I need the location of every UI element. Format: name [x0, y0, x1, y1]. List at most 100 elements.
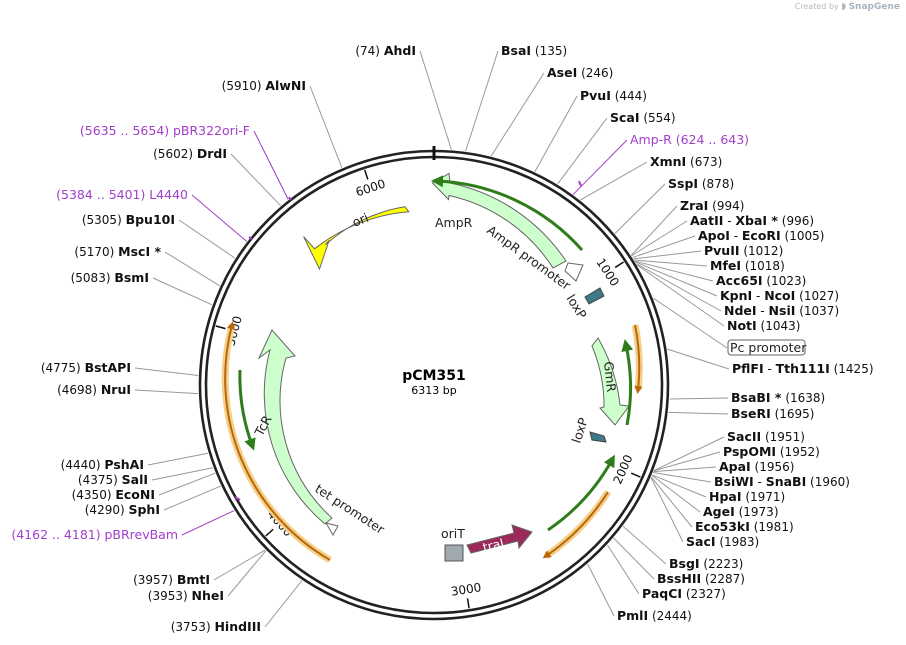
label-pos: (1012) [743, 244, 783, 258]
gmr-feature: GmR [591, 324, 643, 426]
leader-line [636, 263, 722, 312]
trbj-label: traJ [481, 535, 505, 555]
restriction-site-label: SacII (1951) [727, 429, 805, 444]
tick-label: 6000 [354, 177, 387, 200]
label-pos: (1638) [785, 391, 825, 405]
label-name: SacI [686, 534, 716, 549]
primer-site-label: (5384 .. 5401) L4440 [56, 187, 188, 202]
label-sep: - [758, 475, 762, 489]
leader-line [633, 250, 702, 260]
label-pos: (4698) [57, 383, 97, 397]
loxp-1-feature: loxP [563, 287, 605, 322]
label-name: SphI [128, 502, 160, 517]
restriction-site-label: PspOMI (1952) [723, 444, 820, 459]
label-pos: (1952) [780, 445, 820, 459]
orit-label: oriT [441, 526, 465, 541]
label-name: AseI [547, 65, 577, 80]
restriction-site-label: KpnI - NcoI (1027) [720, 288, 839, 303]
restriction-site-label: MfeI (1018) [710, 258, 785, 273]
label-name: AatII [690, 213, 723, 228]
label-name: PvuII [704, 243, 740, 258]
leader-line [622, 525, 667, 565]
ampr-feature: AmpR AmpR promoter [431, 172, 584, 293]
label-name: HindIII [214, 619, 261, 634]
tick-mark [630, 472, 641, 478]
label-name: NruI [101, 382, 131, 397]
leader-line [632, 235, 696, 259]
label-name: SspI [668, 176, 698, 191]
label-pos: (1005) [785, 229, 825, 243]
label-pos: (3953) [148, 589, 188, 603]
label-pos: (5384 .. 5401) [56, 187, 145, 202]
label-name: PaqCI [642, 586, 682, 601]
leader-line [264, 580, 303, 628]
restriction-site-label: BsaBI * (1638) [731, 390, 825, 405]
gmr-label: GmR [601, 361, 619, 393]
tick-label: 2000 [610, 453, 635, 487]
restriction-site-label: PaqCI (2327) [642, 586, 726, 601]
restriction-site-label: (74) AhdI [355, 43, 416, 58]
restriction-site-label: NotI (1043) [727, 318, 800, 333]
label-sep: - [760, 304, 764, 318]
restriction-site-label: (4350) EcoNI [72, 487, 155, 502]
tick-label: 1000 [593, 256, 621, 289]
leader-line [419, 50, 452, 150]
snapgene-credit: Created by ◗ SnapGene [795, 2, 900, 12]
label-pos: (2327) [686, 587, 726, 601]
label-name2: Tth111I [776, 361, 830, 376]
label-pos: (1695) [775, 407, 815, 421]
label-feature: Pc promoter [730, 340, 807, 355]
label-pos: (5602) [153, 147, 193, 161]
label-primer: L4440 [149, 187, 188, 202]
leader-line [613, 537, 655, 580]
leader-line [227, 550, 267, 597]
label-name2: EcoRI [742, 228, 781, 243]
restriction-site-label: ZraI (994) [680, 198, 744, 213]
restriction-site-label: (5083) BsmI [71, 270, 149, 285]
leader-line [230, 153, 281, 207]
feature-callout-label: Pc promoter [730, 340, 807, 355]
primer-site-label: (4162 .. 4181) pBRrevBam [11, 527, 178, 542]
leader-line [191, 194, 248, 242]
trbj-feature: traJ [466, 524, 533, 555]
ori-feature: ori [303, 206, 410, 271]
label-name: BseRI [731, 406, 771, 421]
restriction-site-label: AseI (246) [547, 65, 613, 80]
primer-marks [234, 180, 582, 501]
leader-line [607, 544, 640, 595]
label-pos: (994) [712, 199, 744, 213]
label-pos: (1425) [834, 362, 874, 376]
leader-line [134, 367, 199, 377]
restriction-site-label: PvuII (1012) [704, 243, 783, 258]
label-name: AgeI [703, 504, 735, 519]
label-pos: (135) [535, 44, 567, 58]
label-pos: (1960) [810, 475, 850, 489]
label-name: BmtI [177, 572, 210, 587]
restriction-site-label: (3753) HindIII [171, 619, 261, 634]
restriction-site-label: XmnI (673) [650, 154, 722, 169]
restriction-site-label: SspI (878) [668, 176, 734, 191]
leader-line [147, 452, 209, 466]
label-pos: (624 .. 643) [676, 132, 749, 147]
leader-line [151, 467, 214, 481]
leader-line [134, 389, 199, 395]
label-pos: (5083) [71, 271, 111, 285]
restriction-site-label: SacI (1983) [686, 534, 759, 549]
loxp-2-label: loxP [569, 415, 591, 444]
label-pos: (1981) [754, 520, 794, 534]
label-pos: (878) [702, 177, 734, 191]
leader-line [650, 477, 684, 543]
label-name: PspOMI [723, 444, 776, 459]
label-name2: XbaI * [735, 213, 778, 228]
label-pos: (74) [355, 44, 380, 58]
leader-line [653, 472, 712, 483]
leader-line [178, 219, 236, 259]
restriction-site-label: BseRI (1695) [731, 406, 814, 421]
tcr-feature: TcR tet promoter [221, 321, 388, 564]
label-name: AlwNI [265, 78, 306, 93]
restriction-site-label: (3957) BmtI [133, 572, 210, 587]
leader-line [309, 85, 343, 168]
label-name: XmnI [650, 154, 686, 169]
leader-line [213, 549, 266, 581]
